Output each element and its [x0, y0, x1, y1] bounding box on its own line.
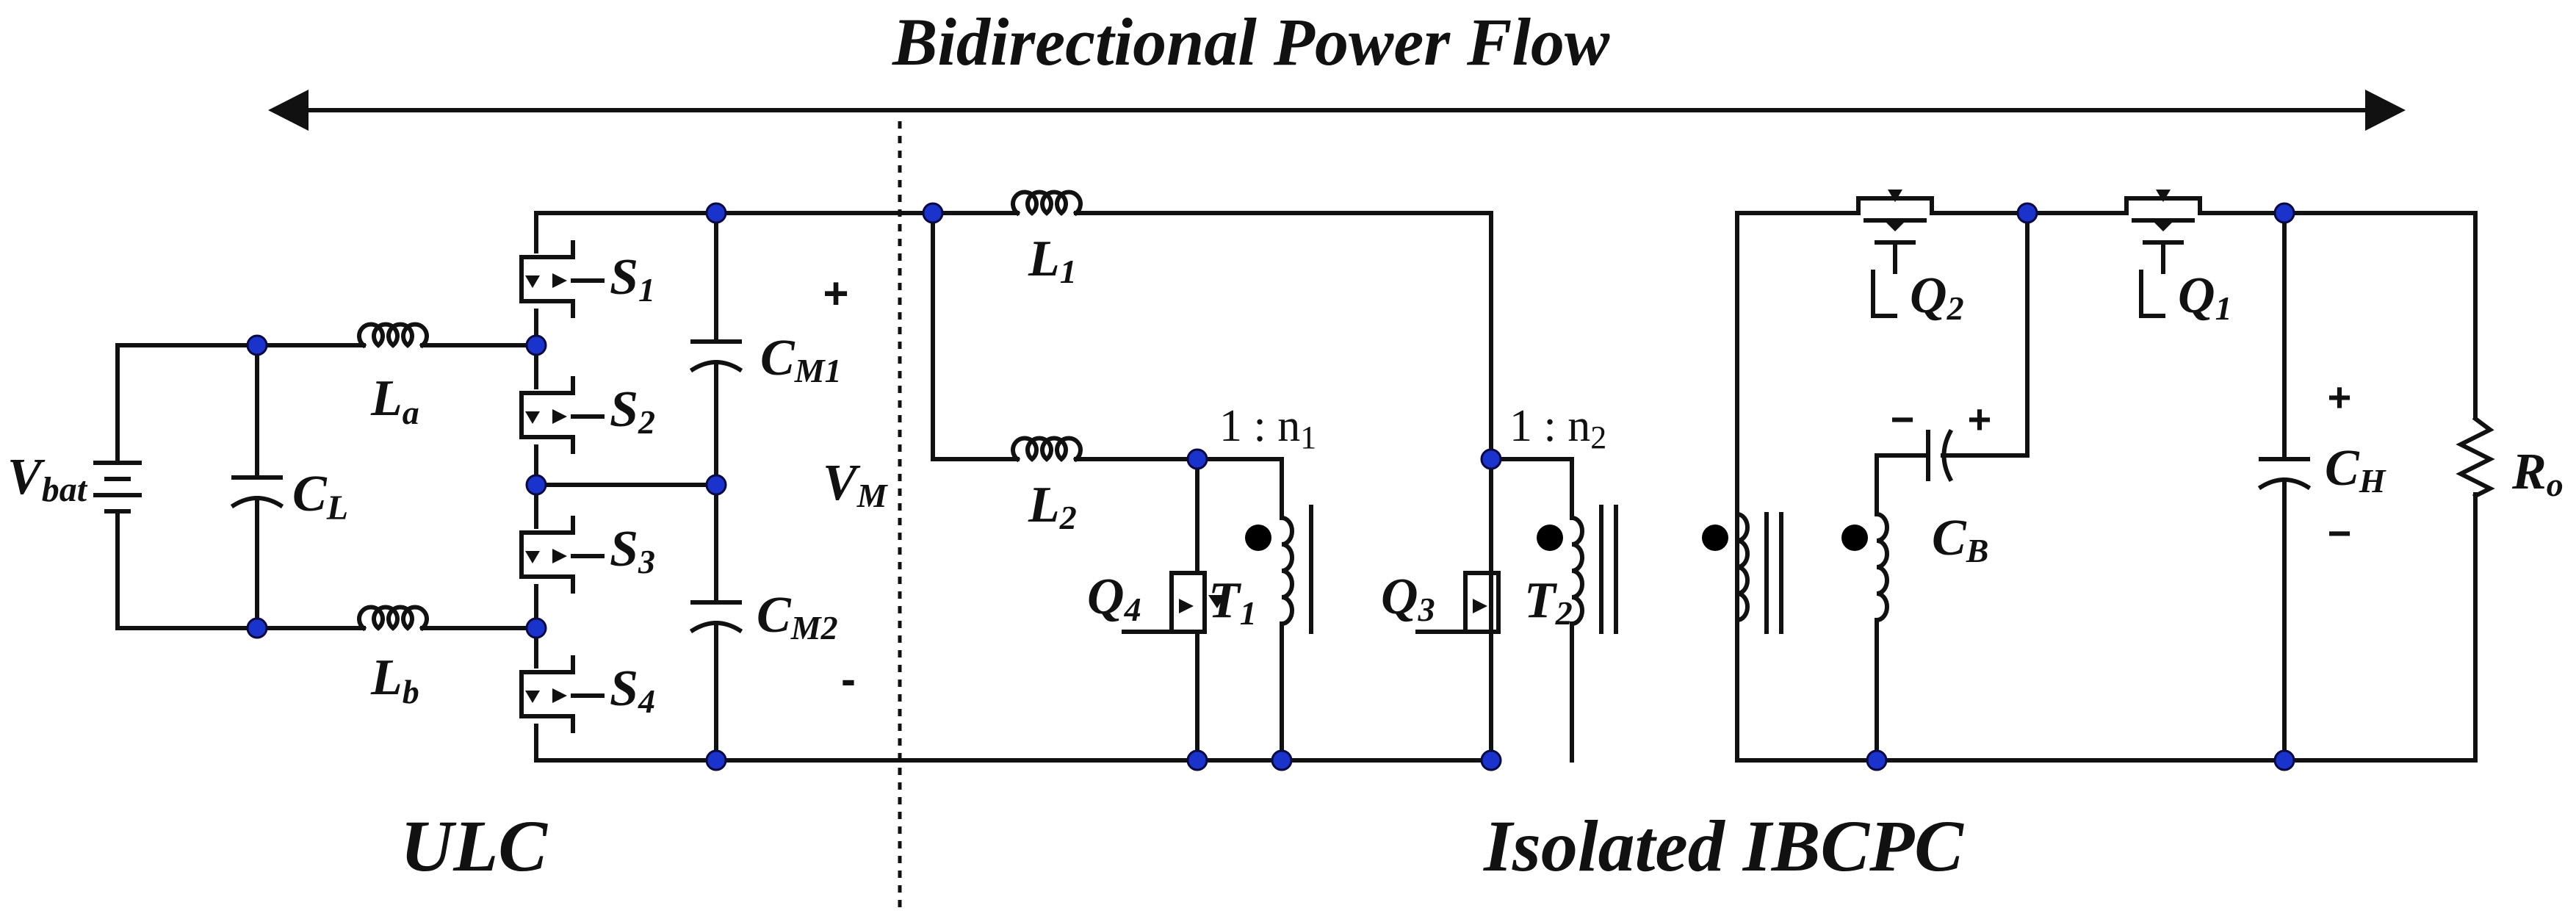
diagram-title: Bidirectional Power Flow [892, 4, 1610, 79]
switch-s1 [518, 240, 605, 318]
cb-plus-sign: + [1968, 396, 1992, 442]
label-cm2: CM2 [757, 587, 838, 646]
label-ch: CH [2325, 440, 2386, 500]
label-vm: VM [823, 455, 889, 514]
cb-minus-sign: − [1891, 396, 1915, 442]
inductor-lb [255, 605, 538, 632]
switch-q1 [2124, 190, 2202, 318]
switch-q4 [1122, 457, 1225, 763]
battery-vbat [93, 343, 259, 630]
label-q3: Q3 [1381, 569, 1435, 628]
label-ratio1: 1 : n1 [1219, 401, 1316, 455]
label-q4: Q4 [1087, 569, 1141, 628]
label-ro: Ro [2511, 444, 2564, 503]
label-t2: T2 [1524, 572, 1573, 632]
section-label-ibcpc: Isolated IBCPC [1483, 805, 1964, 887]
capacitor-cl [230, 343, 284, 630]
switch-s2 [518, 376, 605, 454]
label-s2: S2 [610, 381, 655, 441]
capacitor-ch [2257, 211, 2312, 763]
label-vbat: Vbat [7, 449, 88, 509]
switch-q3 [1415, 571, 1501, 634]
ch-plus-sign: + [2328, 374, 2352, 420]
transformer-t1 [1195, 457, 1313, 763]
dot-sec2 [1841, 525, 1868, 551]
section-label-ulc: ULC [400, 805, 548, 887]
dot-sec1 [1702, 525, 1728, 551]
label-cl: CL [292, 466, 348, 527]
secondary-winding-2 [1874, 453, 1889, 763]
switch-leg [534, 211, 1493, 763]
label-la: La [370, 370, 419, 431]
capacitor-cm2 [689, 483, 743, 763]
capacitor-cm1 [689, 211, 743, 487]
inductor-l2 [1011, 436, 1199, 463]
power-flow-arrow [268, 90, 2406, 131]
label-s3: S3 [610, 521, 655, 580]
inductor-la [255, 322, 538, 349]
label-q2: Q2 [1910, 267, 1964, 327]
label-ratio2: 1 : n2 [1509, 401, 1606, 455]
resistor-ro [2456, 415, 2495, 500]
ch-minus-sign: − [2328, 510, 2352, 556]
dot-t1 [1245, 525, 1271, 551]
vm-plus-sign: + [823, 269, 848, 318]
vm-minus-sign: - [841, 655, 856, 704]
label-l1: L1 [1028, 231, 1077, 290]
junction-nodes [246, 202, 2295, 771]
label-cb: CB [1932, 510, 1988, 569]
capacitor-cb [1875, 428, 2004, 483]
wire-top-l1 [931, 190, 1493, 763]
switch-s3 [518, 516, 605, 594]
switch-s4 [518, 655, 605, 733]
label-s4: S4 [610, 660, 655, 720]
label-cm1: CM1 [760, 330, 842, 389]
dot-t2 [1537, 525, 1563, 551]
label-q1: Q1 [2178, 267, 2232, 327]
secondary-winding-1 [1734, 511, 1783, 634]
label-s1: S1 [610, 249, 655, 309]
switch-q2 [1856, 190, 1934, 318]
label-l2: L2 [1028, 477, 1077, 536]
label-lb: Lb [370, 649, 419, 710]
transformer-t2 [1489, 457, 1618, 763]
